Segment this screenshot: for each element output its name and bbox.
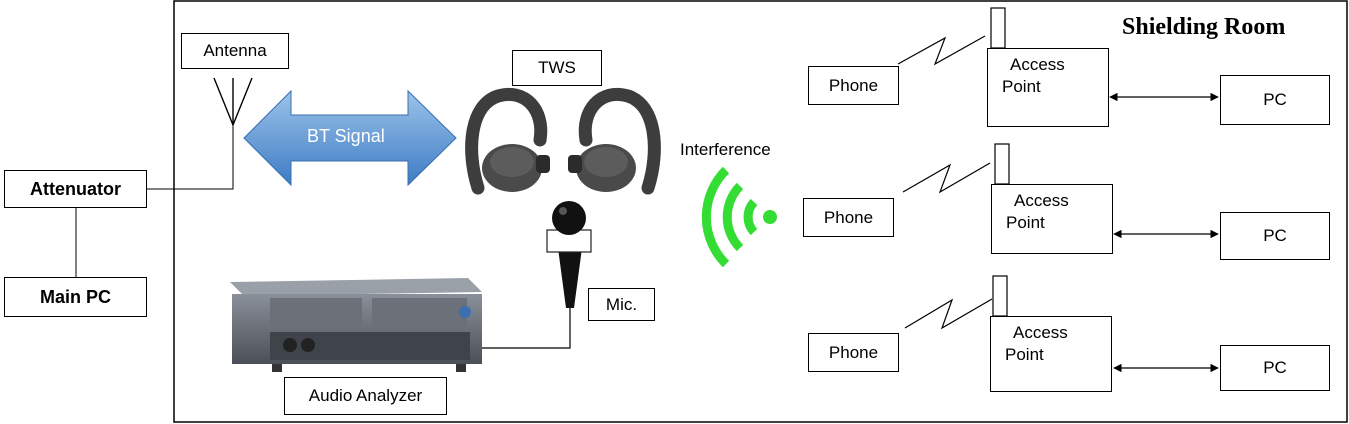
row-1-links [897, 7, 1219, 102]
access-point-box-3: Access Point [990, 316, 1112, 392]
mic-analyzer-cable [482, 308, 571, 349]
antenna-symbol [213, 77, 253, 126]
phone-label: Phone [828, 342, 879, 362]
antenna-label-box: Antenna [181, 33, 289, 69]
phone-label: Phone [823, 207, 874, 227]
attenuator-label: Attenuator [30, 178, 121, 199]
attenuator-box: Attenuator [4, 170, 147, 208]
pc-box-1: PC [1220, 75, 1330, 125]
phone-box-2: Phone [803, 198, 894, 237]
tws-earbuds-icon [465, 87, 661, 195]
tws-label: TWS [538, 58, 576, 77]
tws-label-box: TWS [512, 50, 602, 86]
interference-icon [701, 166, 777, 268]
access-point-label-line2: Point [1005, 345, 1044, 364]
access-point-label-line2: Point [1006, 213, 1045, 232]
pc-label: PC [1263, 226, 1287, 245]
diagram-title: Shielding Room [1122, 14, 1286, 40]
bt-signal-label: BT Signal [307, 126, 385, 146]
mic-label: Mic. [605, 294, 638, 314]
phone-label: Phone [828, 75, 879, 95]
audio-analyzer-device [230, 278, 482, 372]
bt-signal-arrow [243, 89, 457, 187]
access-point-label-line2: Point [1002, 77, 1041, 96]
pc-label: PC [1263, 90, 1287, 109]
pc-box-2: PC [1220, 212, 1330, 260]
phone-box-1: Phone [808, 66, 899, 105]
main-pc-box: Main PC [4, 277, 147, 317]
pc-label: PC [1263, 358, 1287, 377]
microphone-icon [546, 201, 592, 308]
phone-box-3: Phone [808, 333, 899, 372]
access-point-box-1: Access Point [987, 48, 1109, 127]
access-point-label-line1: Access [1010, 55, 1065, 74]
audio-analyzer-label-box: Audio Analyzer [284, 377, 447, 415]
interference-label: Interference [680, 140, 771, 159]
audio-analyzer-label: Audio Analyzer [308, 386, 423, 405]
access-point-box-2: Access Point [991, 184, 1113, 254]
pc-box-3: PC [1220, 345, 1330, 391]
access-point-label-line1: Access [1014, 191, 1069, 210]
attenuator-antenna-line [146, 125, 234, 190]
antenna-label: Antenna [203, 41, 267, 60]
mic-label-box: Mic. [588, 288, 655, 321]
row-3-links [904, 275, 1219, 373]
main-pc-label: Main PC [39, 286, 111, 307]
shielding-room-boundary [173, 0, 1348, 423]
access-point-label-line1: Access [1013, 323, 1068, 342]
